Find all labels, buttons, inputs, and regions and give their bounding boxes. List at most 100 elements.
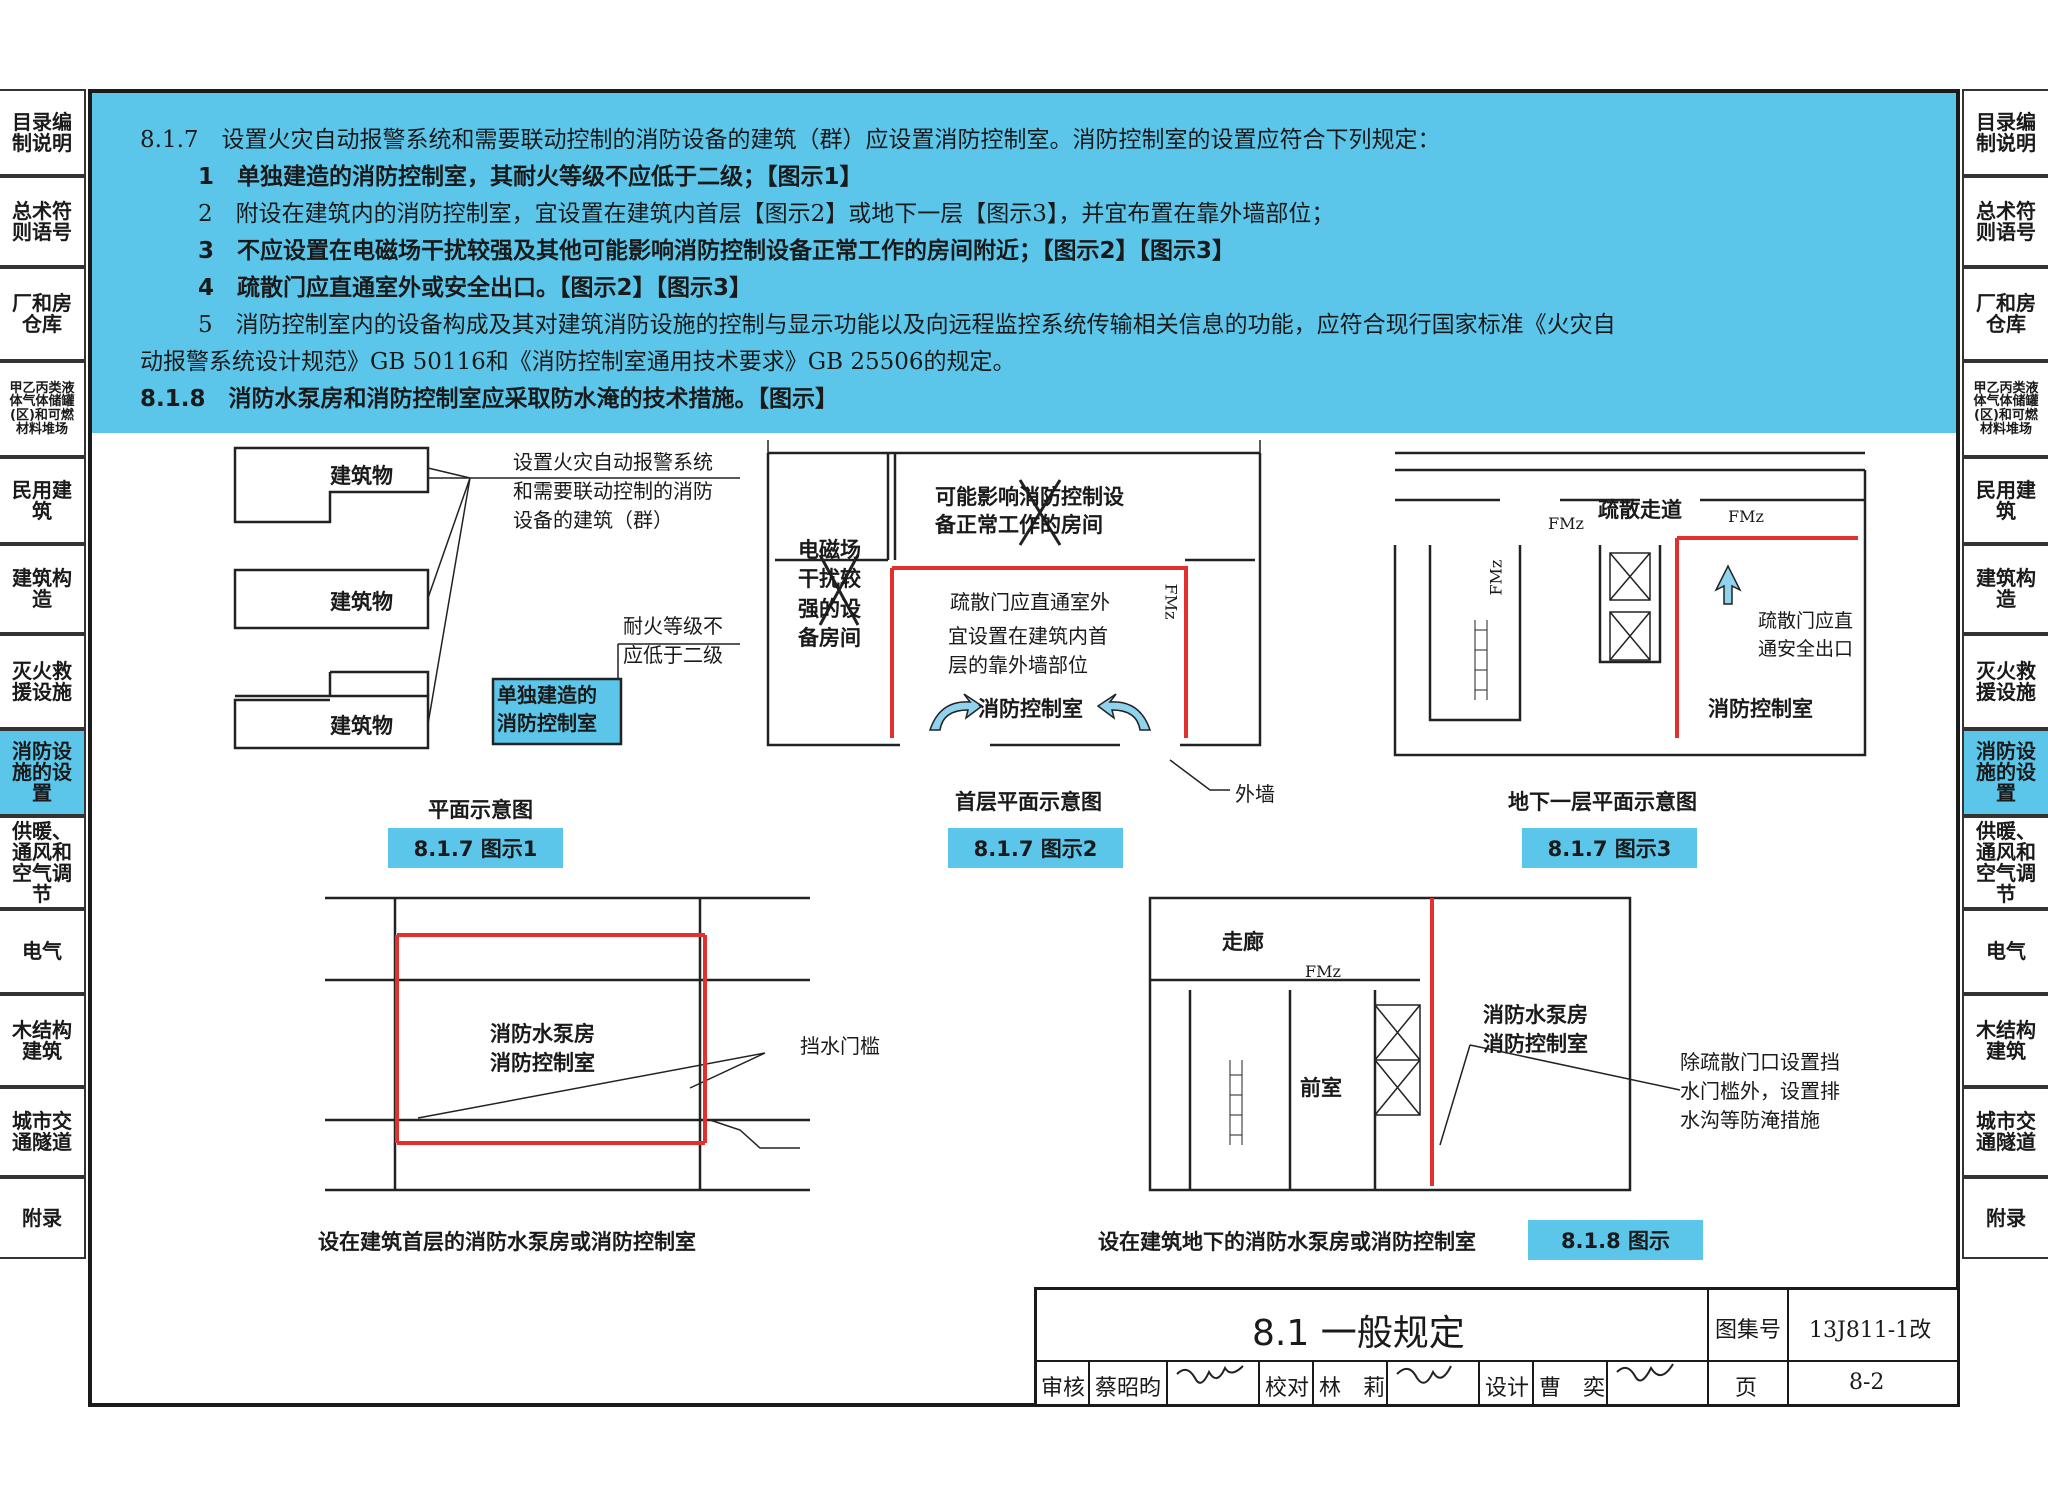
fig1-note: 设置火灾自动报警系统 和需要联动控制的消防 设备的建筑（群） [513,450,713,532]
left-tab-10[interactable]: 木结构建筑 [0,994,86,1087]
drawing-frame [88,89,1960,1407]
fig3-room-label: 消防控制室 [1708,697,1813,721]
signatures [1088,1360,1674,1404]
clause-8-1-7: 8.1.7 设置火灾自动报警系统和需要联动控制的消防设备的建筑（群）应设置消防控… [140,127,1441,153]
checker-name: 林 莉 [1319,1376,1386,1401]
left-tab-label: 附录 [22,1205,62,1230]
right-tab-2[interactable]: 厂和房仓库 [1962,267,2048,361]
right-tab-label: 总术符则语号 [1976,198,2036,244]
right-tab-12[interactable]: 附录 [1962,1177,2048,1259]
fig3-walls [1393,451,1867,757]
fig1-building-label-3: 建筑物 [330,714,393,738]
left-tab-9[interactable]: 电气 [0,909,86,994]
right-tab-4[interactable]: 民用建筑 [1962,457,2048,544]
clause-item-1: 1 单独建造的消防控制室，其耐火等级不应低于二级；【图示1】 [198,164,863,190]
fig1-caption: 平面示意图 [428,798,533,822]
fig2-tag: 8.1.7 图示2 [948,828,1123,868]
right-tab-label: 附录 [1986,1205,2026,1230]
right-tab-label: 厂和房仓库 [1976,291,2036,336]
right-tab-label: 民用建筑 [1976,477,2036,523]
left-tab-label: 目录编制说明 [12,109,72,155]
clause-8-1-8: 8.1.8 消防水泵房和消防控制室应采取防水淹的技术措施。【图示】 [140,386,838,412]
right-tab-8[interactable]: 供暖、通风和空气调节 [1962,816,2048,909]
left-tab-5[interactable]: 建筑构造 [0,544,86,634]
clause-item-3: 3 不应设置在电磁场干扰较强及其他可能影响消防控制设备正常工作的房间附近；【图示… [198,238,1236,264]
clause-item-2: 2 附设在建筑内的消防控制室，宜设置在建筑内首层【图示2】或地下一层【图示3】，… [198,201,1335,227]
left-tab-4[interactable]: 民用建筑 [0,457,86,544]
fig3-fm-label-2: FMz [1728,507,1764,526]
fig2-outer-wall: 外墙 [1235,782,1275,806]
building-outline-1 [233,446,430,524]
fig5-fm-label: FMz [1305,962,1341,981]
fig3-corridor: 疏散走道 [1598,498,1682,522]
left-tab-label: 电气 [22,939,62,963]
page-label: 页 [1735,1376,1758,1401]
fig2-em-room: 电磁场 干扰较 强的设 备房间 [798,538,861,651]
fig1-room-highlight [491,677,623,746]
prohibition-marks [818,479,1062,626]
left-tab-0[interactable]: 目录编制说明 [0,89,86,176]
atlas-label: 图集号 [1715,1318,1782,1343]
right-tab-label: 木结构建筑 [1976,1017,2036,1063]
fig1-room-label: 单独建造的 消防控制室 [497,683,597,735]
left-tab-label: 灭火救援设施 [12,658,72,704]
left-tab-7[interactable]: 消防设施的设置 [0,729,86,816]
right-tab-label: 消防设施的设置 [1976,739,2036,805]
left-tab-6[interactable]: 灭火救援设施 [0,634,86,729]
clause-item-5b: 动报警系统设计规范》GB 50116和《消防控制室通用技术要求》GB 25506… [140,349,1016,375]
atlas-number: 13J811-1改 [1809,1318,1932,1343]
title-block: 8.1 一般规定 图集号 13J811-1改 审核 蔡昭昀 校对 林 莉 设计 … [1034,1287,1960,1407]
review-label: 审核 [1041,1376,1086,1401]
right-tab-7[interactable]: 消防设施的设置 [1962,729,2048,816]
right-tab-3[interactable]: 甲乙丙类液体气体储罐(区)和可燃材料堆场 [1962,361,2048,457]
right-tab-label: 目录编制说明 [1976,109,2036,155]
right-tab-label: 灭火救援设施 [1976,658,2036,704]
fig5-note: 除疏散门口设置挡 水门槛外，设置排 水沟等防淹措施 [1680,1050,1840,1132]
fig3-caption: 地下一层平面示意图 [1508,790,1697,814]
control-room-walls [395,536,1858,1186]
right-tab-11[interactable]: 城市交通隧道 [1962,1087,2048,1177]
right-tab-1[interactable]: 总术符则语号 [1962,176,2048,267]
page-number: 8-2 [1849,1370,1885,1395]
fig1-tag: 8.1.7 图示1 [388,828,563,868]
building-outline-3 [233,694,430,750]
right-tab-6[interactable]: 灭火救援设施 [1962,634,2048,729]
fig2-wall-note: 宜设置在建筑内首 层的靠外墙部位 [948,624,1108,677]
left-tab-label: 木结构建筑 [12,1017,72,1063]
left-tab-8[interactable]: 供暖、通风和空气调节 [0,816,86,909]
left-tab-label: 供暖、通风和空气调节 [12,818,72,906]
left-tab-12[interactable]: 附录 [0,1177,86,1259]
right-tab-label: 甲乙丙类液体气体储罐(区)和可燃材料堆场 [1973,380,2039,437]
left-tab-label: 民用建筑 [12,477,72,523]
left-tab-label: 总术符则语号 [12,198,72,244]
right-tab-label: 城市交通隧道 [1976,1109,2036,1154]
right-tab-10[interactable]: 木结构建筑 [1962,994,2048,1087]
left-tab-label: 消防设施的设置 [12,739,72,805]
fig3-tag: 8.1.7 图示3 [1522,828,1697,868]
fig1-building-label-2: 建筑物 [330,590,393,614]
fig2-caption: 首层平面示意图 [955,790,1102,814]
fig5-tag: 8.1.8 图示 [1528,1220,1703,1260]
fig1-fire-note: 耐火等级不 应低于二级 [623,614,723,667]
fig5-corridor: 走廊 [1222,930,1264,954]
drawing-title: 8.1 一般规定 [1252,1313,1465,1354]
right-tab-9[interactable]: 电气 [1962,909,2048,994]
fig2-walls [766,451,1262,747]
design-label: 设计 [1485,1376,1530,1401]
left-tab-3[interactable]: 甲乙丙类液体气体储罐(区)和可燃材料堆场 [0,361,86,457]
reviewer-name: 蔡昭昀 [1095,1376,1162,1401]
right-tab-5[interactable]: 建筑构造 [1962,544,2048,634]
left-tab-2[interactable]: 厂和房仓库 [0,267,86,361]
fig4-caption: 设在建筑首层的消防水泵房或消防控制室 [318,1230,696,1254]
exit-arrows [928,564,1742,731]
right-tab-0[interactable]: 目录编制说明 [1962,89,2048,176]
left-tab-label: 甲乙丙类液体气体储罐(区)和可燃材料堆场 [9,380,75,437]
left-tab-11[interactable]: 城市交通隧道 [0,1087,86,1177]
fig5-room-label: 消防水泵房 消防控制室 [1483,1003,1588,1057]
left-tab-1[interactable]: 总术符则语号 [0,176,86,267]
clause-item-4: 4 疏散门应直通室外或安全出口。【图示2】【图示3】 [198,275,753,301]
fig2-fm-label: FMz [1161,583,1181,620]
clause-item-5a: 5 消防控制室内的设备构成及其对建筑消防设施的控制与显示功能以及向远程监控系统传… [198,312,1616,338]
fig2-exit-note: 疏散门应直通室外 [950,590,1110,614]
